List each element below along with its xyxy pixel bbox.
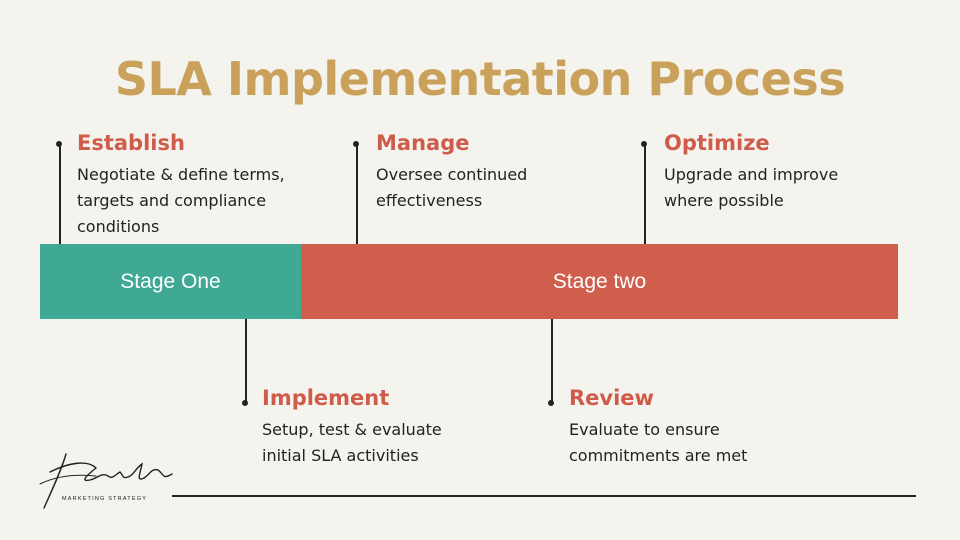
dot-establish — [56, 141, 62, 147]
page-title: SLA Implementation Process — [114, 52, 846, 106]
step-implement: Implement Setup, test & evaluate initial… — [262, 385, 442, 469]
dot-implement — [242, 400, 248, 406]
step-title-establish: Establish — [77, 131, 185, 155]
stage-one-label: Stage One — [120, 269, 221, 293]
connector-review — [551, 319, 553, 404]
signature-logo-icon: MARKETING STRATEGY — [39, 453, 173, 509]
stage-one-band: Stage One — [40, 244, 301, 319]
connector-establish — [59, 144, 61, 244]
step-optimize: Optimize Upgrade and improve where possi… — [664, 130, 838, 214]
dot-review — [548, 400, 554, 406]
step-manage: Manage Oversee continued effectiveness — [376, 130, 527, 214]
step-title-implement: Implement — [262, 386, 390, 410]
step-desc-establish: Negotiate & define terms, targets and co… — [77, 165, 285, 236]
footer-divider — [172, 495, 916, 497]
step-desc-review: Evaluate to ensure commitments are met — [569, 420, 748, 465]
step-desc-optimize: Upgrade and improve where possible — [664, 165, 839, 210]
step-title-manage: Manage — [376, 131, 470, 155]
logo-tagline: MARKETING STRATEGY — [62, 496, 147, 502]
dot-manage — [353, 141, 359, 147]
dot-optimize — [641, 141, 647, 147]
step-desc-implement: Setup, test & evaluate initial SLA activ… — [262, 420, 442, 465]
connector-optimize — [644, 144, 646, 244]
step-title-optimize: Optimize — [664, 131, 770, 155]
stage-two-label: Stage two — [552, 269, 647, 293]
step-title-review: Review — [569, 386, 654, 410]
step-establish: Establish Negotiate & define terms, targ… — [77, 130, 285, 240]
connector-implement — [245, 319, 247, 404]
step-review: Review Evaluate to ensure commitments ar… — [569, 385, 747, 469]
connector-manage — [356, 144, 358, 244]
step-desc-manage: Oversee continued effectiveness — [376, 165, 528, 210]
stage-two-band: Stage two — [301, 244, 898, 319]
